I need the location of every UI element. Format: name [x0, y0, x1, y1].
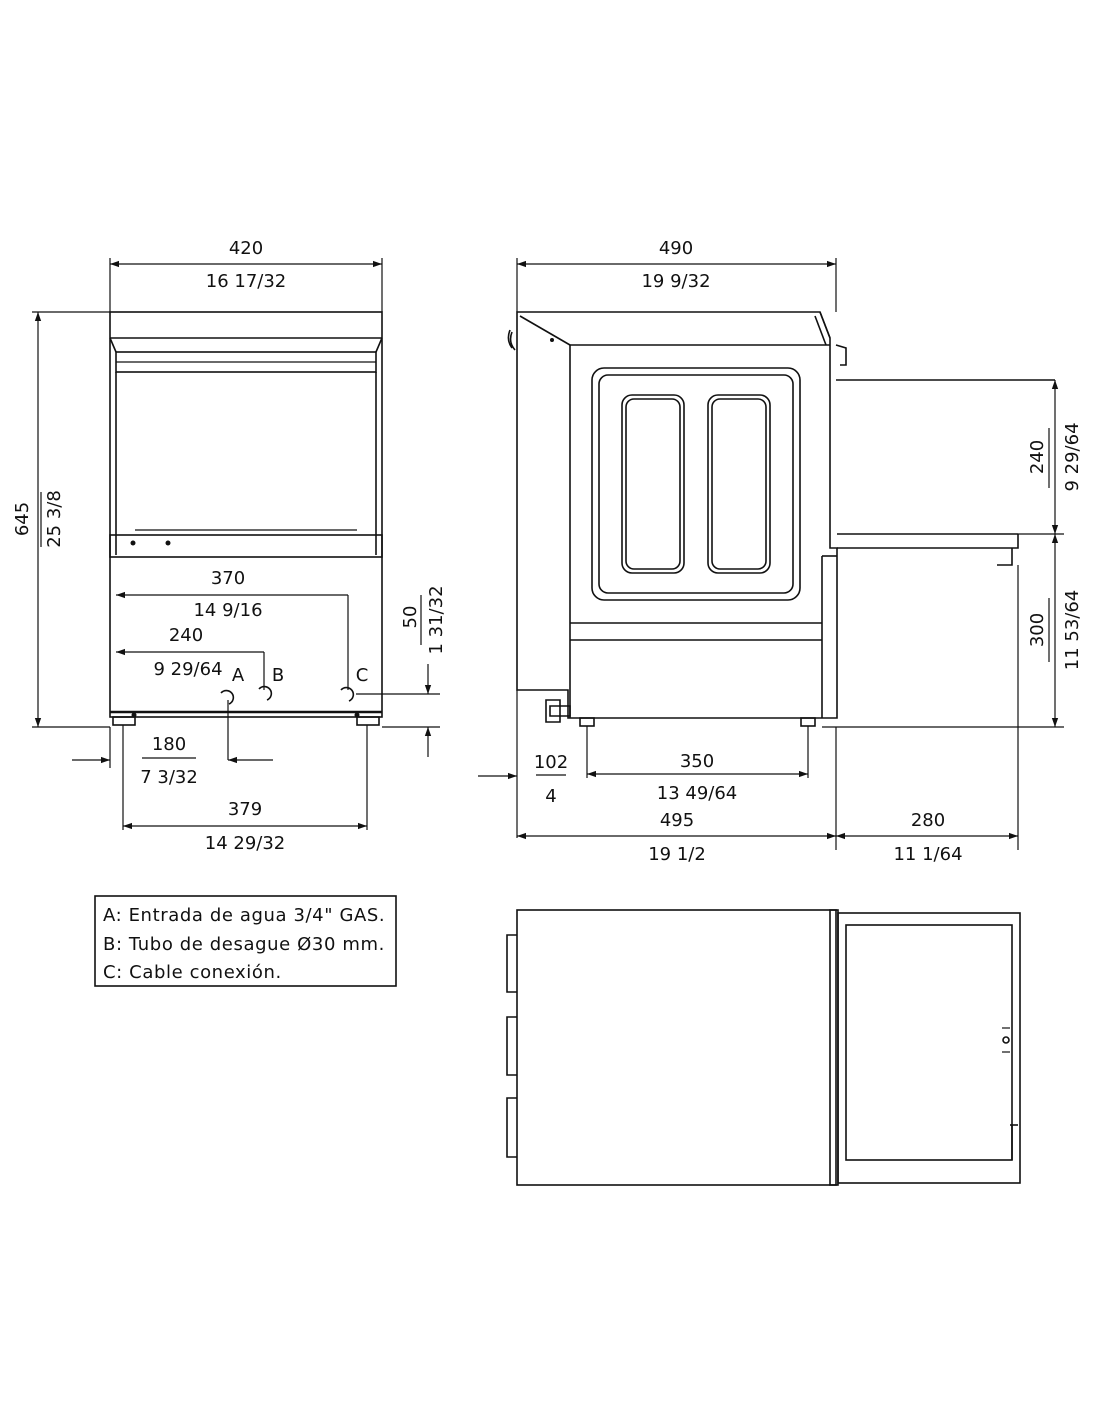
connection-a-label: A [232, 665, 245, 686]
rear-offset-in: 4 [545, 786, 556, 807]
door-open-in: 11 1/64 [893, 844, 962, 865]
dim-front-connection-height: 50 1 31/32 [356, 585, 447, 757]
side-feet-mm: 350 [680, 751, 714, 772]
side-width-mm: 490 [659, 238, 693, 259]
front-width-mm: 420 [229, 238, 263, 259]
front-height-mm: 645 [12, 502, 33, 536]
dim-front-width: 420 16 17/32 [109, 238, 383, 312]
rear-offset-mm: 102 [534, 752, 568, 773]
front-width-in: 16 17/32 [206, 271, 287, 292]
a-position-in: 7 3/32 [140, 767, 198, 788]
front-feet-in: 14 29/32 [205, 833, 286, 854]
side-view-body [507, 311, 847, 778]
door-level-in: 11 53/64 [1062, 590, 1083, 671]
legend-line-a: A: Entrada de agua 3/4" GAS. [103, 905, 385, 926]
door-level-mm: 300 [1027, 613, 1048, 647]
side-width-in: 19 9/32 [641, 271, 710, 292]
front-view-body [109, 311, 383, 733]
connection-c: C [340, 665, 369, 702]
side-view: 490 19 9/32 240 9 29/64 300 11 53/64 102… [478, 238, 1083, 865]
legend-line-b: B: Tubo de desague Ø30 mm. [103, 934, 385, 955]
connection-height-mm: 50 [400, 606, 421, 629]
door-open-mm: 280 [911, 810, 945, 831]
a-position-mm: 180 [152, 734, 186, 755]
side-door [591, 367, 801, 601]
front-view: A B C 420 16 17/32 645 25 3/8 [12, 238, 447, 854]
door-height-in: 9 29/64 [1062, 422, 1083, 491]
dim-front-height: 645 25 3/8 [12, 311, 110, 728]
connection-height-in: 1 31/32 [426, 585, 447, 654]
dim-side-width: 490 19 9/32 [516, 238, 837, 312]
c-position-mm: 370 [211, 568, 245, 589]
dim-side-rear-offset: 102 4 [478, 690, 568, 838]
connection-a: A [220, 665, 245, 760]
front-height-in: 25 3/8 [44, 490, 65, 548]
connection-b-label: B [272, 665, 284, 686]
b-position-mm: 240 [169, 625, 203, 646]
open-door-panel [836, 379, 1055, 566]
dim-side-feet: 350 13 49/64 [587, 751, 808, 804]
c-position-in: 14 9/16 [193, 600, 262, 621]
dim-front-b-position: 240 9 29/64 [116, 625, 265, 690]
connection-c-label: C [356, 665, 369, 686]
door-height-mm: 240 [1027, 440, 1048, 474]
side-depth-mm: 495 [660, 810, 694, 831]
front-feet-mm: 379 [228, 799, 262, 820]
dim-side-door-height: 240 9 29/64 [1018, 380, 1083, 535]
connection-b: B [258, 665, 284, 701]
b-position-in: 9 29/64 [153, 659, 222, 680]
dim-side-depth: 495 19 1/2 [517, 565, 1019, 865]
legend-line-c: C: Cable conexión. [103, 962, 282, 983]
top-view [506, 909, 1021, 1186]
dim-front-a-position: 180 7 3/32 [72, 727, 273, 788]
dim-front-feet: 379 14 29/32 [122, 733, 368, 854]
dim-side-door-level: 300 11 53/64 [822, 534, 1083, 728]
side-depth-in: 19 1/2 [648, 844, 706, 865]
dim-side-door-open: 280 11 1/64 [836, 810, 1018, 865]
legend-box: A: Entrada de agua 3/4" GAS. B: Tubo de … [94, 895, 397, 987]
side-feet-in: 13 49/64 [657, 783, 738, 804]
dim-front-c-position: 370 14 9/16 [116, 568, 349, 690]
